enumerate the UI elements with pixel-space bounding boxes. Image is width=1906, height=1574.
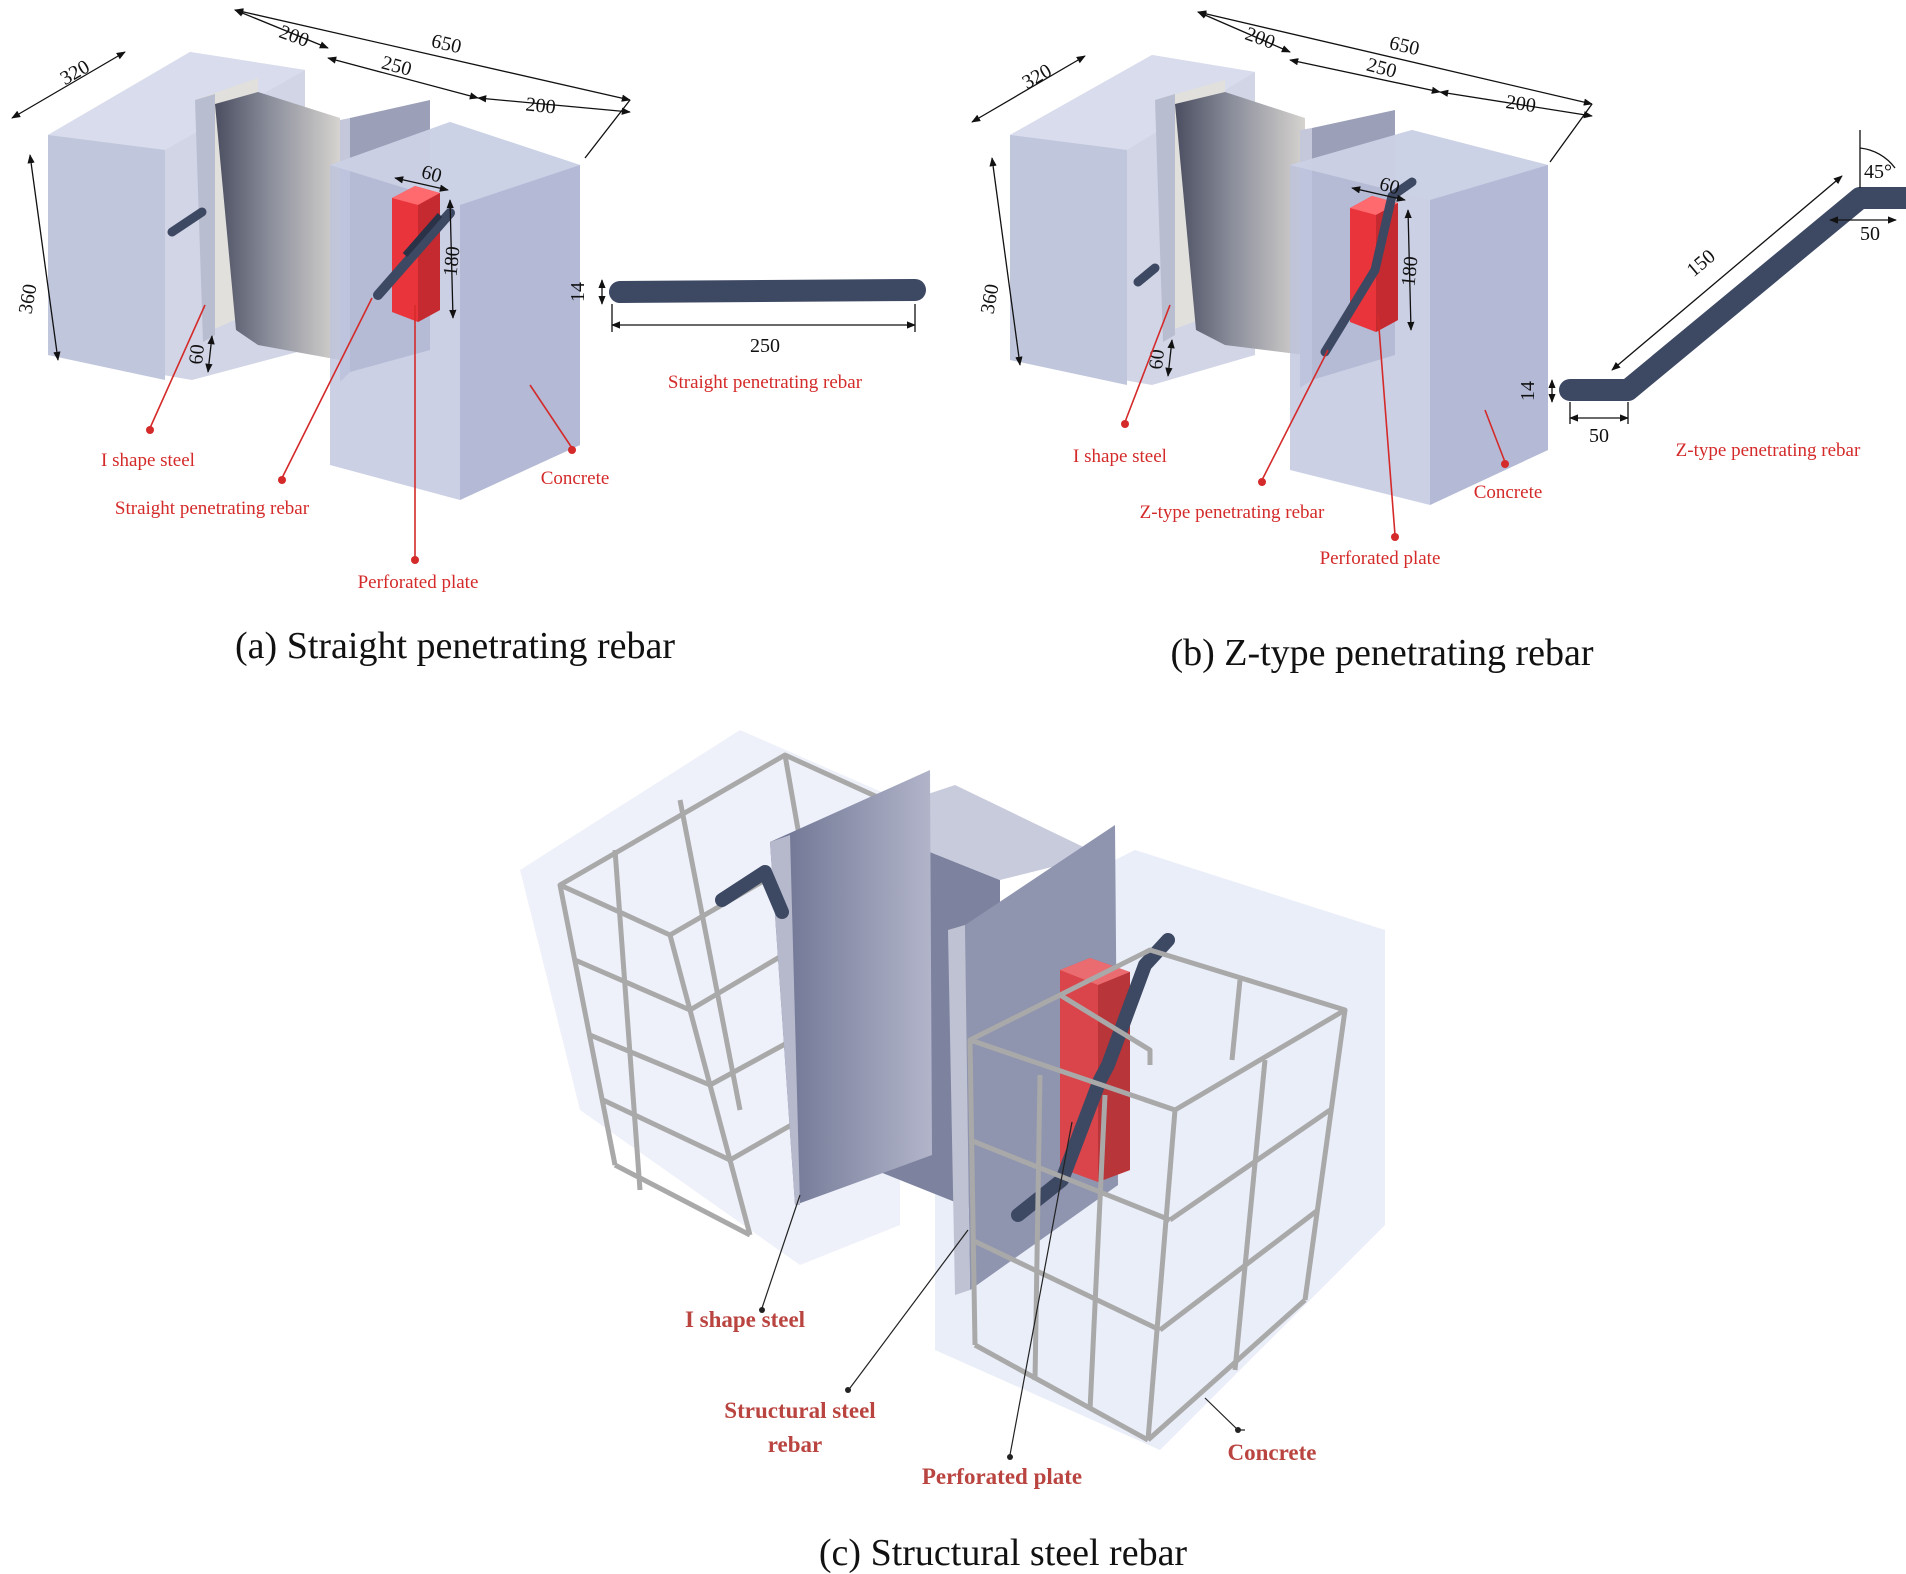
label-concrete-a: Concrete xyxy=(541,468,610,489)
dim-180-b: 180 xyxy=(1398,255,1423,287)
concrete-block-right xyxy=(330,122,580,500)
label-perforated-plate-b: Perforated plate xyxy=(1320,548,1441,569)
dimension-lines xyxy=(11,8,631,373)
z-rebar-left-stub xyxy=(1133,263,1160,287)
panel-a: 320 200 650 250 200 360 60 60 180 14 250… xyxy=(11,8,926,667)
label-structural-rebar-c: rebar xyxy=(768,1432,823,1457)
label-i-shape-steel-b: I shape steel xyxy=(1073,446,1167,467)
straight-rebar xyxy=(373,208,455,300)
label-straight-rebar-detail: Straight penetrating rebar xyxy=(668,372,863,393)
dim-180: 180 xyxy=(440,245,465,277)
dim-45-angle: 45° xyxy=(1864,161,1892,183)
dim-150: 150 xyxy=(1683,245,1720,281)
label-perforated-plate-a: Perforated plate xyxy=(358,572,479,593)
leaders-c xyxy=(759,1121,1245,1460)
steel-cage-right xyxy=(967,947,1348,1443)
label-z-rebar-b: Z-type penetrating rebar xyxy=(1140,502,1325,523)
dim-320-b: 320 xyxy=(1019,60,1056,94)
dim-60-v: 60 xyxy=(185,343,209,365)
dim-14-b: 14 xyxy=(1517,381,1539,401)
concrete-block-right-b xyxy=(1290,130,1548,505)
label-z-rebar-detail: Z-type penetrating rebar xyxy=(1676,440,1861,461)
dim-250-rebar: 250 xyxy=(750,335,780,357)
dim-200-b: 200 xyxy=(1242,23,1278,54)
panel-b: 320 200 650 250 200 360 60 60 180 14 50 … xyxy=(971,10,1906,674)
label-straight-rebar-a: Straight penetrating rebar xyxy=(115,498,310,519)
label-concrete-b: Concrete xyxy=(1474,482,1543,503)
label-i-shape-steel-c: I shape steel xyxy=(685,1307,805,1332)
dim-250: 250 xyxy=(379,52,414,81)
dim-360: 360 xyxy=(15,282,42,315)
leaders-a xyxy=(146,297,576,564)
dim-320: 320 xyxy=(57,56,94,90)
label-structural-steel-c: Structural steel xyxy=(724,1398,875,1423)
dim-50-b: 50 xyxy=(1860,223,1880,245)
caption-a: (a) Straight penetrating rebar xyxy=(235,625,675,667)
dim-200: 200 xyxy=(276,21,312,52)
dim-650: 650 xyxy=(429,30,463,58)
z-rebar-detail xyxy=(1548,130,1906,424)
straight-rebar-detail xyxy=(598,279,926,332)
label-perforated-plate-c: Perforated plate xyxy=(922,1464,1082,1489)
rebar-left-stub xyxy=(167,207,207,237)
dim-200b: 200 xyxy=(525,94,557,119)
leaders-b xyxy=(1121,304,1509,541)
dim-50-a: 50 xyxy=(1589,425,1609,447)
z-rebar-right-c xyxy=(1011,933,1175,1222)
z-rebar-left-c xyxy=(715,865,789,919)
caption-b: (b) Z-type penetrating rebar xyxy=(1170,632,1593,674)
dim-200b-b: 200 xyxy=(1504,91,1537,117)
dim-360-b: 360 xyxy=(977,282,1004,315)
dim-650-b: 650 xyxy=(1387,32,1421,60)
panel-c: I shape steel Structural steel rebar Per… xyxy=(520,730,1385,1574)
caption-c: (c) Structural steel rebar xyxy=(819,1532,1188,1574)
dimension-lines-b xyxy=(971,10,1593,377)
label-i-shape-steel-a: I shape steel xyxy=(101,450,195,471)
label-concrete-c: Concrete xyxy=(1228,1440,1317,1465)
dim-14: 14 xyxy=(567,282,589,302)
